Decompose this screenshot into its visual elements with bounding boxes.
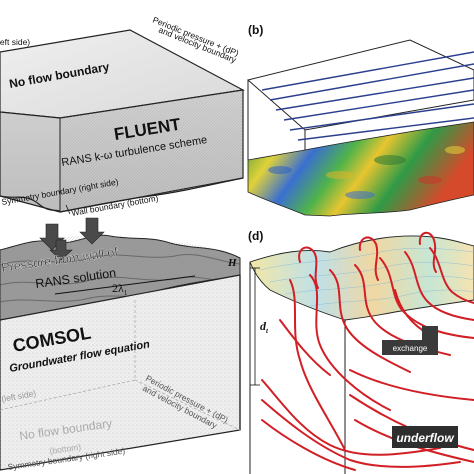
exchange-box [382, 340, 438, 355]
panel-b: (b) [246, 23, 474, 217]
comsol-hidden-edges [0, 300, 241, 431]
blue-streamlines [261, 51, 474, 141]
panel-d: (d) dt [248, 229, 474, 474]
exchange-box-corner [422, 326, 438, 340]
wavelength-arrow [54, 275, 196, 295]
fluent-wavy-bottom [0, 177, 244, 213]
surface-d-lines [259, 248, 474, 307]
turbulence-surface [247, 121, 474, 217]
wall-leader [65, 204, 71, 215]
left-side-label: left side) [0, 37, 30, 47]
panel-d-letter: (d) [248, 229, 263, 243]
height-label: H [227, 257, 237, 269]
wavelength-label: 2λ1 [112, 281, 128, 297]
bottom-label-c: (bottom) [49, 442, 82, 456]
panel-c: Pressure from wall of RANS solution 2λ1 … [0, 217, 241, 472]
panel-a: left side) Periodic pressure + (dP) and … [0, 15, 245, 218]
box-b-top [246, 39, 474, 131]
pressure-arrows [39, 217, 105, 261]
underflow-label: underflow [396, 431, 454, 445]
underflow-box [392, 426, 458, 448]
panel-b-letter: (b) [248, 23, 263, 37]
depth-label: dt [260, 319, 269, 335]
exchange-label: exchange [393, 344, 428, 353]
turbulence-speckle [268, 146, 465, 199]
